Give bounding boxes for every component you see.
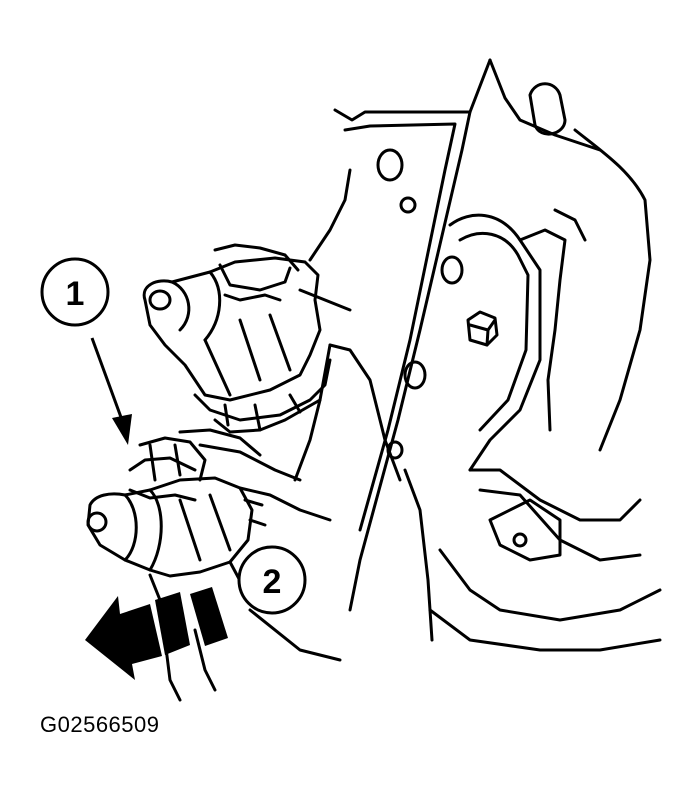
support-frame <box>428 128 662 652</box>
callout-1-label: 1 <box>66 275 85 313</box>
figure-id-label: G02566509 <box>40 712 160 737</box>
bolt-head <box>466 310 499 347</box>
callout-2: 2 <box>237 545 307 615</box>
bracket-cutout <box>528 82 567 136</box>
bracket-holes <box>376 148 528 548</box>
mounting-bracket <box>328 58 602 642</box>
plate-edges <box>163 168 352 702</box>
removal-direction-arrow <box>85 587 228 680</box>
callout-1-leader-arrow <box>90 337 132 445</box>
callout-2-label: 2 <box>263 563 282 601</box>
callout-1: 1 <box>40 257 132 445</box>
upper-solenoid <box>142 243 332 434</box>
